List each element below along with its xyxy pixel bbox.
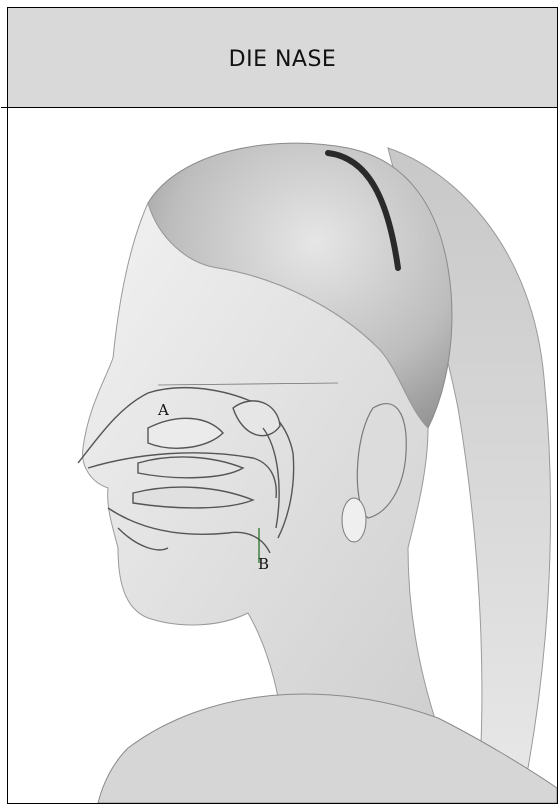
title-header: DIE NASE (8, 8, 557, 108)
document-frame: DIE NASE (7, 7, 558, 804)
nose-anatomy-illustration: A B (8, 108, 557, 803)
earring-shape (342, 498, 366, 542)
label-a: A (157, 401, 169, 419)
label-b: B (258, 555, 269, 573)
page-title: DIE NASE (229, 47, 337, 72)
